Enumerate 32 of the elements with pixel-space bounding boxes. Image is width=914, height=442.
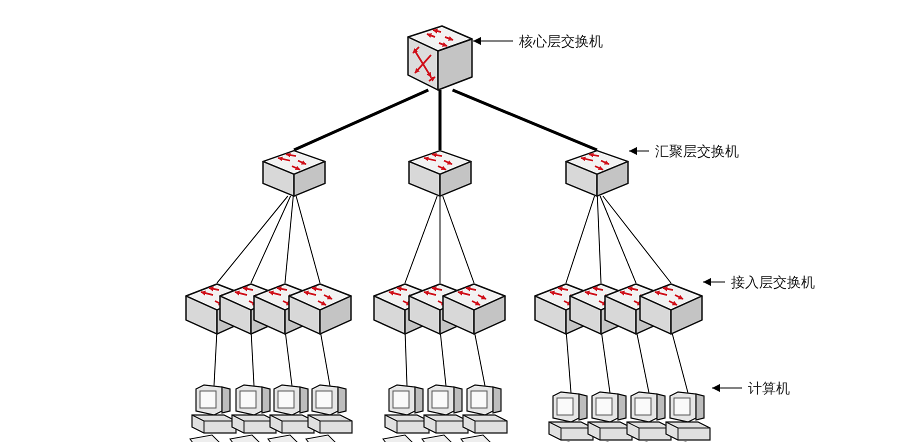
callout-label: 核心层交换机 xyxy=(519,34,603,50)
connector-line xyxy=(320,334,330,386)
leader-arrow xyxy=(628,147,650,155)
connector-line xyxy=(566,334,572,394)
connector-line xyxy=(404,334,408,386)
connector-line xyxy=(474,334,486,386)
connector-line xyxy=(602,196,672,284)
connector-line xyxy=(250,196,292,284)
callout-label: 计算机 xyxy=(748,381,790,397)
connector-line xyxy=(438,90,442,150)
connector-line xyxy=(296,196,320,284)
connector-line xyxy=(636,334,650,394)
connector-line xyxy=(214,334,218,386)
connector-line xyxy=(442,196,474,284)
connector-line xyxy=(566,196,596,284)
connector-line xyxy=(452,88,598,152)
leader-arrow xyxy=(712,384,742,392)
leader-arrow xyxy=(702,278,726,286)
leader-arrow xyxy=(472,37,514,45)
connector-line xyxy=(216,196,288,284)
connector-line xyxy=(601,334,610,394)
connector-line xyxy=(600,196,636,284)
connector-line xyxy=(293,88,429,152)
connector-line xyxy=(404,196,438,284)
connector-line xyxy=(672,334,688,394)
connector-line xyxy=(284,196,294,284)
callout-label: 汇聚层交换机 xyxy=(655,144,739,160)
connector-line xyxy=(250,334,254,386)
connector-line xyxy=(596,196,602,284)
connector-line xyxy=(285,334,292,386)
connector-line xyxy=(440,334,446,386)
callout-label: 接入层交换机 xyxy=(731,275,815,291)
